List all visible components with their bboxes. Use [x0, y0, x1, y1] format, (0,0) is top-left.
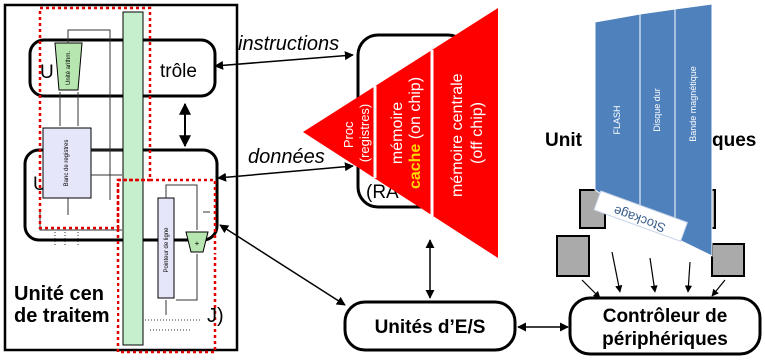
adder-shape — [185, 231, 209, 253]
io-units-label: Unités d’E/S — [375, 317, 486, 338]
peripherals-title-end: ques — [712, 130, 756, 151]
control-dotted-outline — [116, 178, 217, 354]
cache-highlight: cache — [407, 144, 424, 189]
controller-box — [568, 296, 762, 356]
pyramid-level1: Proc (registres) — [341, 104, 372, 163]
memory-pyramid — [303, 8, 498, 258]
controller-line2: périphériques — [602, 329, 728, 350]
cpu-title-line2: de traitem — [14, 305, 110, 327]
alu-label: Unité arithm. — [66, 51, 72, 85]
peripherals-title-start: Unit — [545, 130, 583, 151]
cpu-title-line1: Unité cen — [14, 283, 104, 305]
control-unit-label-left: U — [40, 62, 54, 83]
storage-bars — [594, 3, 713, 257]
program-counter-label: Pointeur de ligne — [164, 227, 170, 273]
register-bank — [42, 127, 92, 199]
io-units-box — [343, 300, 517, 352]
donnees-label: données — [248, 146, 325, 168]
pyramid-level2-b: cache (on chip) — [407, 77, 424, 189]
storage-disque: Disque dur — [652, 88, 662, 132]
internal-bus — [122, 11, 144, 346]
cpu-title-tail: J) — [207, 305, 224, 327]
controller-line1: Contrôleur de — [603, 306, 728, 327]
adder-label: + — [195, 239, 200, 248]
control-unit-label: trôle — [160, 61, 197, 82]
device-square-3 — [556, 235, 590, 277]
alu-shape — [54, 42, 83, 91]
device-square-4 — [711, 243, 745, 277]
storage-bande: Bande magnétique — [688, 66, 698, 142]
pyramid-level2: mémoire — [389, 102, 406, 164]
instructions-label: instructions — [238, 33, 339, 55]
register-bank-label: Banc de registres — [64, 140, 70, 187]
storage-flash: FLASH — [612, 105, 622, 134]
pyramid-level3: mémoire centrale (off chip) — [449, 69, 486, 197]
